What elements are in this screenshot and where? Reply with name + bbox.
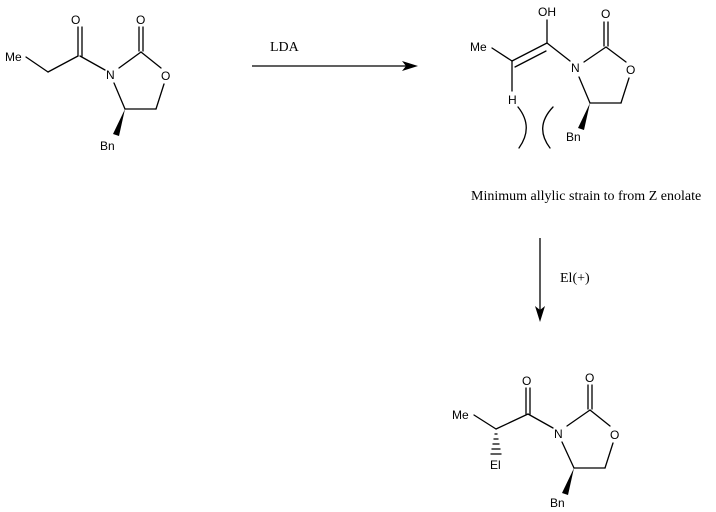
- product-nitrogen-label: N: [554, 427, 563, 441]
- benzyl-label: Bn: [100, 139, 115, 153]
- enolate-benzyl-label: Bn: [566, 130, 581, 144]
- strain-arc-left: [517, 106, 527, 149]
- electrophile-label: El: [490, 458, 501, 472]
- enolate-nitrogen-label: N: [571, 61, 580, 75]
- product-acyl-oxygen-label: O: [522, 374, 531, 388]
- z-enolate: OH Me H N O O Bn: [470, 5, 635, 149]
- product-benzyl-label: Bn: [550, 496, 565, 510]
- hashed-bond: [490, 433, 502, 455]
- product-ring-oxygen-label: O: [610, 428, 619, 442]
- methyl-label: Me: [5, 50, 22, 64]
- nitrogen-label: N: [106, 68, 115, 82]
- strain-caption: Minimum allylic strain to from Z enolate: [471, 189, 701, 204]
- ring-oxygen-label: O: [161, 69, 170, 83]
- enolate-carbonyl-oxygen-label: O: [601, 7, 610, 21]
- alkylated-product: Me O N El O O Bn: [452, 371, 619, 510]
- strain-arc-right: [542, 106, 554, 149]
- arrow-electrophile: El(+): [535, 238, 590, 322]
- product-methyl-label: Me: [452, 408, 469, 422]
- vinyl-hydrogen-label: H: [508, 93, 517, 107]
- reagent-lda: LDA: [270, 40, 300, 55]
- arrow-lda: LDA: [252, 40, 418, 71]
- reagent-electrophile: El(+): [560, 271, 590, 286]
- product-carbonyl-oxygen-label: O: [585, 371, 594, 385]
- hydroxyl-label: OH: [538, 5, 556, 19]
- acyl-oxygen-label: O: [71, 13, 80, 27]
- starting-material: Me O N O O Bn: [5, 13, 170, 153]
- carbonyl-oxygen-label: O: [136, 13, 145, 27]
- enolate-methyl-label: Me: [470, 40, 487, 54]
- enolate-ring-oxygen-label: O: [626, 63, 635, 77]
